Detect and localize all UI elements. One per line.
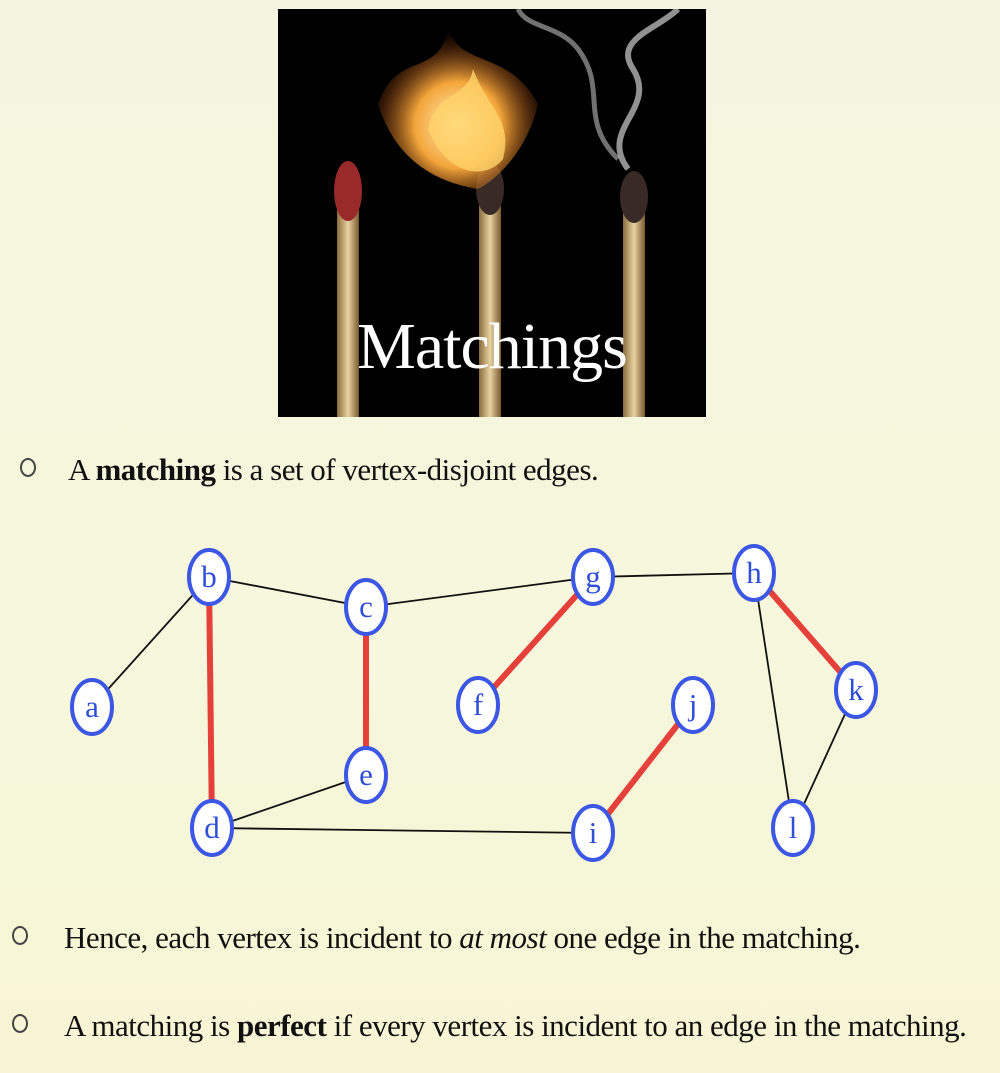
node-g: g — [571, 548, 615, 606]
node-circle — [344, 746, 388, 804]
matched-edge-b-d — [206, 576, 215, 829]
node-circle — [456, 676, 500, 734]
node-i: i — [571, 804, 615, 862]
bullet-text: Hence, each vertex is incident to — [64, 920, 460, 955]
node-label: g — [585, 559, 601, 594]
matched-edge-f-g — [475, 574, 596, 708]
node-d: d — [190, 799, 234, 857]
node-circle — [190, 799, 234, 857]
node-h: h — [732, 544, 776, 602]
bullet-text: if every vertex is incident to an edge i… — [326, 1008, 967, 1043]
bullet-bold-term: matching — [95, 452, 216, 487]
slide-title: Matchings — [357, 310, 628, 383]
bullet-italic-term: at most — [459, 920, 547, 955]
bullet-icon — [12, 1014, 28, 1033]
bullet-icon — [20, 458, 36, 477]
node-label: e — [359, 757, 373, 792]
node-circle — [187, 548, 231, 606]
matched-edge-h-k — [751, 571, 859, 692]
node-label: d — [204, 810, 220, 845]
node-k: k — [834, 661, 878, 719]
node-label: f — [473, 687, 484, 722]
edge-h-l — [753, 572, 794, 829]
node-circle — [834, 661, 878, 719]
matching-graph: a b c d e f g h i j k l — [70, 544, 878, 862]
edge-d-e — [211, 774, 367, 829]
burning-matches-image — [334, 9, 681, 417]
node-label: b — [201, 559, 217, 594]
node-label: l — [789, 810, 798, 845]
edge-b-c — [208, 576, 367, 608]
edge-a-b — [91, 576, 210, 708]
node-circle — [732, 544, 776, 602]
node-circle — [571, 804, 615, 862]
bullet-text: is a set of vertex-disjoint edges. — [215, 452, 599, 487]
edge-d-i — [211, 827, 594, 834]
node-j: j — [671, 676, 715, 734]
bullet-matching-definition: A matching is a set of vertex-disjoint e… — [20, 452, 599, 488]
node-label: j — [688, 687, 698, 722]
node-b: b — [187, 548, 231, 606]
node-circle — [571, 548, 615, 606]
bullet-text: one edge in the matching. — [546, 920, 861, 955]
node-label: a — [85, 689, 99, 724]
bullet-at-most-one: Hence, each vertex is incident to at mos… — [12, 920, 861, 956]
edge-g-h — [592, 572, 755, 578]
node-circle — [70, 678, 114, 736]
bullet-text: A matching is — [64, 1008, 237, 1043]
node-label: c — [359, 589, 373, 624]
node-label: h — [746, 555, 762, 590]
node-f: f — [456, 676, 500, 734]
bullet-perfect-matching: A matching is perfect if every vertex is… — [12, 1008, 967, 1044]
node-c: c — [344, 578, 388, 636]
node-a: a — [70, 678, 114, 736]
matched-edge-i-j — [590, 703, 696, 835]
edge-c-g — [365, 576, 594, 608]
node-l: l — [771, 799, 815, 857]
node-circle — [671, 676, 715, 734]
bullet-bold-term: perfect — [236, 1008, 327, 1043]
node-circle — [344, 578, 388, 636]
bullet-icon — [12, 926, 28, 945]
title-image: Matchings — [278, 9, 706, 417]
node-label: k — [848, 672, 864, 707]
node-e: e — [344, 746, 388, 804]
node-circle — [771, 799, 815, 857]
bullet-text: A — [68, 452, 96, 487]
node-label: i — [589, 815, 598, 850]
